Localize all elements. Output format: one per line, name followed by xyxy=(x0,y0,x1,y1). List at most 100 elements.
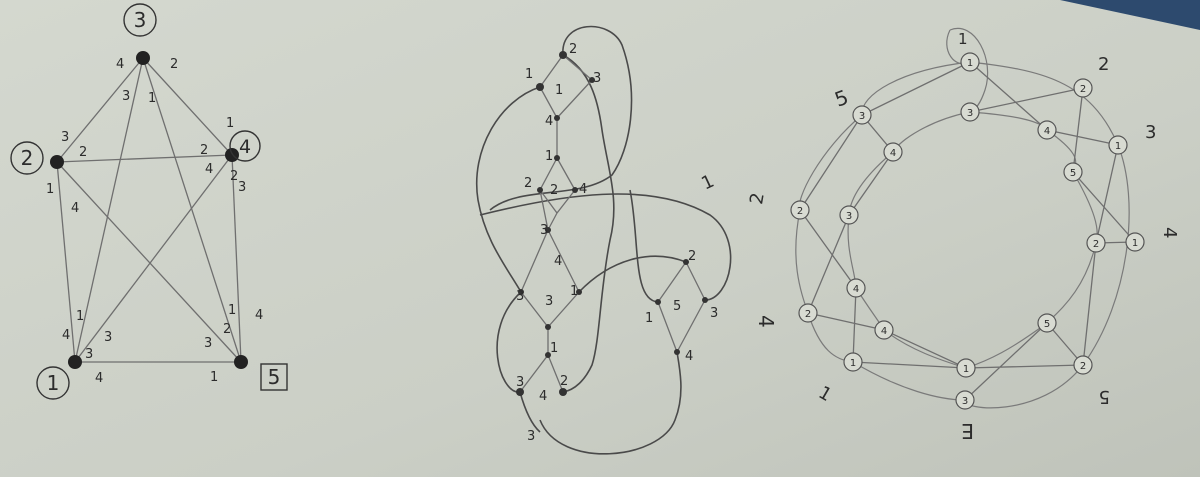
knot-label: 4 xyxy=(554,254,562,269)
knot-label: 3 xyxy=(516,375,524,390)
knot-node xyxy=(559,51,567,59)
vertex-id-4: 4 xyxy=(239,136,251,158)
graph-label: 3 xyxy=(61,130,69,145)
ring-node-label: 3 xyxy=(967,108,973,119)
vertex-id-3: 3 xyxy=(134,8,147,32)
ring-outer-label: 5 xyxy=(1099,386,1110,407)
knot-label: 2 xyxy=(569,42,577,57)
ring-node-label: 1 xyxy=(1115,141,1121,152)
graph-label: 2 xyxy=(223,322,231,337)
knot-strand-inner xyxy=(629,189,659,303)
knot-strand-tail xyxy=(519,391,541,433)
ring-node xyxy=(843,352,863,372)
graph-edge-2-5 xyxy=(56,161,242,363)
knot-label: 2 xyxy=(550,183,558,198)
graph-label: 1 xyxy=(148,91,156,106)
vertex-marker-4 xyxy=(229,130,261,162)
knot-node xyxy=(655,299,661,305)
vertex-marker-1 xyxy=(36,366,70,400)
knot-strand-top xyxy=(489,25,633,211)
knot-label: 1 xyxy=(525,67,533,82)
knot-node xyxy=(537,187,543,193)
knot-label: 2 xyxy=(688,249,696,264)
ring-node xyxy=(1037,313,1057,333)
knot-label: 2 xyxy=(524,176,532,191)
ring-node xyxy=(852,105,872,125)
graph-label: 3 xyxy=(204,336,212,351)
graph-label: 3 xyxy=(85,347,93,362)
ring-outer-label: 2 xyxy=(1098,54,1109,75)
ring-outer-label: E xyxy=(961,419,974,443)
knot-strand-left-upper xyxy=(476,86,541,293)
ring-outer-label: 2 xyxy=(746,191,769,206)
knot-node xyxy=(516,388,524,396)
ring-node xyxy=(956,358,976,378)
vertex-id-5: 5 xyxy=(268,365,281,389)
graph-label: 4 xyxy=(62,328,70,343)
knot-node xyxy=(674,349,680,355)
graph-label: 1 xyxy=(210,370,218,385)
ring-node-label: 2 xyxy=(797,206,803,217)
ring-node-label: 3 xyxy=(962,396,968,407)
ring-node-label: 2 xyxy=(1093,239,1099,250)
knot-label: 3 xyxy=(545,294,553,309)
graph-label: 2 xyxy=(79,145,87,160)
graph-edge-1-3 xyxy=(74,57,144,363)
graph-vertex-4 xyxy=(225,148,239,162)
ring-node-label: 4 xyxy=(853,284,859,295)
knot-node xyxy=(572,187,578,193)
knot-label: 3 xyxy=(710,306,718,321)
knot-strand-cross xyxy=(479,193,732,301)
vertex-marker-2 xyxy=(10,141,44,175)
ring-node-label: 5 xyxy=(1044,319,1050,330)
graph-vertex-2 xyxy=(50,155,64,169)
graph-label: 4 xyxy=(205,162,213,177)
knot-node xyxy=(545,324,551,330)
knot-strand-left-lower xyxy=(496,291,522,393)
ring-strand xyxy=(795,61,971,401)
vertex-marker-5 xyxy=(260,363,288,391)
knot-label: 1 xyxy=(545,149,553,164)
graph-label: 1 xyxy=(46,182,54,197)
ring-node-label: 1 xyxy=(1132,238,1138,249)
graph-edge-3-5 xyxy=(142,57,242,363)
knot-strand-right-inner xyxy=(562,54,615,393)
knot-nodes xyxy=(516,51,708,396)
ring-node xyxy=(1125,232,1145,252)
knot-node xyxy=(554,155,560,161)
graph-edge-3-4 xyxy=(142,57,233,156)
graph-label: 3 xyxy=(104,330,112,345)
ring-node xyxy=(955,390,975,410)
knot-node xyxy=(536,83,544,91)
knot-label: 1 xyxy=(550,341,558,356)
graph-label: 1 xyxy=(228,303,236,318)
graph-label: 3 xyxy=(238,180,246,195)
ring-node-label: 1 xyxy=(963,364,969,375)
corner-blue xyxy=(1060,0,1200,30)
knot-node xyxy=(559,388,567,396)
knot-node xyxy=(545,352,551,358)
ring-node-label: 5 xyxy=(1070,168,1076,179)
graph-vertex-1 xyxy=(68,355,82,369)
ring-outer-label: 4 xyxy=(754,315,778,328)
ring-node-label: 4 xyxy=(1044,126,1050,137)
ring-nodes xyxy=(790,52,1145,410)
ring-node xyxy=(1037,120,1057,140)
knot-diagram: 2 1 1 3 4 1 2 2 4 3 4 3 3 1 1 2 3 4 3 2 … xyxy=(476,25,732,455)
graph-edge-2-4 xyxy=(56,154,233,163)
vertex-id-1: 1 xyxy=(47,371,60,395)
ring-node xyxy=(960,52,980,72)
graph-label: 2 xyxy=(170,57,178,72)
ring-diagram: 1 3 2 4 3 4 1 5 2 3 2 1 4 2 4 5 1 1 2 3 … xyxy=(746,27,1180,443)
ring-node-label: 2 xyxy=(1080,84,1086,95)
knot-label: 1 xyxy=(555,83,563,98)
ring-node xyxy=(1073,355,1093,375)
graph-label: 2 xyxy=(230,169,238,184)
ring-node xyxy=(874,320,894,340)
knot-strand-bottom xyxy=(539,351,682,455)
ring-node xyxy=(960,102,980,122)
knot-node xyxy=(545,227,551,233)
knot-node xyxy=(518,289,524,295)
knot-label: 3 xyxy=(540,223,548,238)
knot-node xyxy=(683,259,689,265)
